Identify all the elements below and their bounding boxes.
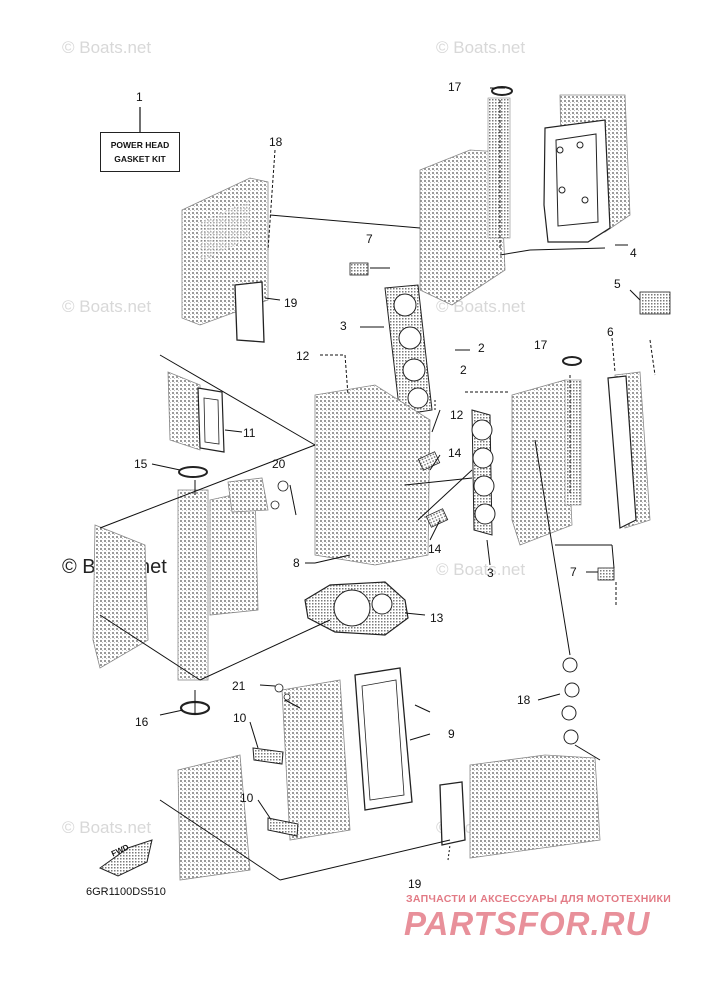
gasket-kit-label: POWER HEAD GASKET KIT — [100, 132, 180, 172]
kit-label-line: GASKET KIT — [114, 154, 166, 164]
lower-casing — [177, 667, 413, 881]
callout-14: 14 — [448, 446, 462, 460]
callout-6: 6 — [607, 325, 614, 339]
callout-10: 10 — [233, 711, 247, 725]
o-rings-17 — [491, 86, 582, 366]
callout-4: 4 — [630, 246, 637, 260]
head-gasket-right — [471, 409, 496, 536]
exhaust-cover-lower — [234, 281, 601, 859]
callout-18: 18 — [269, 135, 283, 149]
callout-9: 9 — [448, 727, 455, 741]
callout-12: 12 — [296, 349, 310, 363]
callout-2: 2 — [478, 341, 485, 355]
exhaust-manifold-top — [543, 94, 631, 243]
crankshaft — [92, 466, 259, 716]
callout-17: 17 — [448, 80, 462, 94]
kit-label-line: POWER HEAD — [110, 140, 170, 150]
callout-7: 7 — [570, 565, 577, 579]
callout-8: 8 — [293, 556, 300, 570]
diagram-code: 6GR1100DS510 — [86, 886, 166, 898]
watermark: © Boats.net — [62, 38, 152, 57]
callout-21: 21 — [232, 679, 246, 693]
callout-19: 19 — [408, 877, 422, 891]
gasket-13 — [304, 581, 409, 636]
callout-14: 14 — [428, 542, 442, 556]
callout-3: 3 — [340, 319, 347, 333]
callout-10: 10 — [240, 791, 254, 805]
callout-20: 20 — [272, 457, 286, 471]
callout-1: 1 — [136, 90, 143, 104]
banner-logo: PARTSFOR.RU — [404, 905, 651, 942]
cover-11 — [167, 371, 225, 453]
callout-2: 2 — [460, 363, 467, 377]
watermark: © Boats.net — [436, 560, 526, 579]
brackets-7 — [349, 262, 671, 581]
watermark: © Boats.net — [436, 297, 526, 316]
callout-15: 15 — [134, 457, 148, 471]
callout-11: 11 — [243, 426, 256, 440]
callout-5: 5 — [614, 277, 621, 291]
watermark: © Boats.net — [62, 297, 152, 316]
head-gasket-top — [384, 284, 433, 416]
seal-18-right — [561, 657, 580, 745]
small-parts — [227, 477, 291, 701]
watermark: © Boats.net — [436, 38, 526, 57]
callout-19: 19 — [284, 296, 298, 310]
leader-lines — [99, 87, 656, 881]
callout-7: 7 — [366, 232, 373, 246]
callout-18: 18 — [517, 693, 531, 707]
cylinder-block — [314, 384, 431, 566]
callout-13: 13 — [430, 611, 444, 625]
cylinder-head-top — [419, 97, 511, 306]
callout-3: 3 — [487, 566, 494, 580]
fwd-arrow-icon — [98, 839, 153, 877]
banner-tagline: ЗАПЧАСТИ И АКСЕССУАРЫ ДЛЯ МОТОТЕХНИКИ — [406, 893, 672, 905]
cylinder-head-right — [511, 371, 651, 546]
screens-14 — [417, 451, 449, 528]
watermark: © Boats.net — [62, 818, 152, 837]
callout-16: 16 — [135, 715, 149, 729]
callout-12: 12 — [450, 408, 464, 422]
callout-17: 17 — [534, 338, 548, 352]
